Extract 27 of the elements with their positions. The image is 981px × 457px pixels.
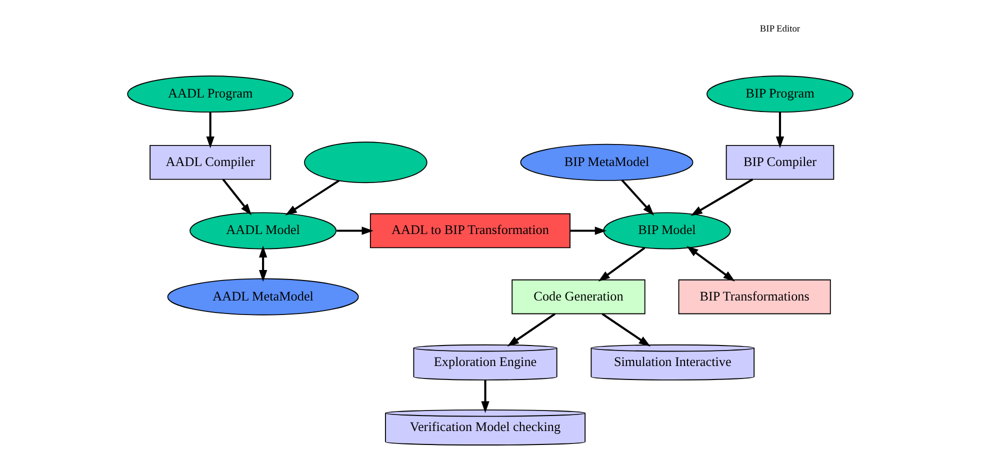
arrow bbox=[481, 380, 490, 413]
arrow bbox=[621, 179, 654, 216]
arrow bbox=[285, 180, 340, 216]
arrow bbox=[602, 312, 651, 346]
arrow bbox=[776, 112, 784, 148]
node-ellipse: AADL Model bbox=[190, 212, 337, 250]
arrow bbox=[570, 226, 607, 235]
node-box: BIP Compiler bbox=[726, 144, 834, 180]
arrow bbox=[507, 312, 556, 346]
node-ellipse: BIP Model bbox=[603, 212, 731, 250]
node-ellipse bbox=[304, 142, 428, 184]
arrow bbox=[336, 226, 374, 235]
node-ellipse: AADL Program bbox=[127, 76, 294, 113]
node-box: AADL to BIP Transformation bbox=[370, 213, 570, 248]
arrow bbox=[598, 247, 646, 282]
arrow bbox=[690, 178, 754, 216]
node-box: Code Generation bbox=[512, 279, 646, 314]
node-box: AADL Compiler bbox=[150, 144, 272, 180]
node-ellipse: AADL MetaModel bbox=[167, 278, 359, 316]
arrow bbox=[222, 178, 252, 216]
node-ellipse: BIP MetaModel bbox=[520, 144, 694, 181]
arrow bbox=[258, 246, 268, 282]
arrow bbox=[686, 246, 735, 282]
node-box: BIP Transformations bbox=[678, 279, 831, 314]
node-ellipse: BIP Program bbox=[706, 76, 854, 113]
label: BIP Editor bbox=[760, 24, 800, 34]
arrow bbox=[206, 112, 214, 148]
